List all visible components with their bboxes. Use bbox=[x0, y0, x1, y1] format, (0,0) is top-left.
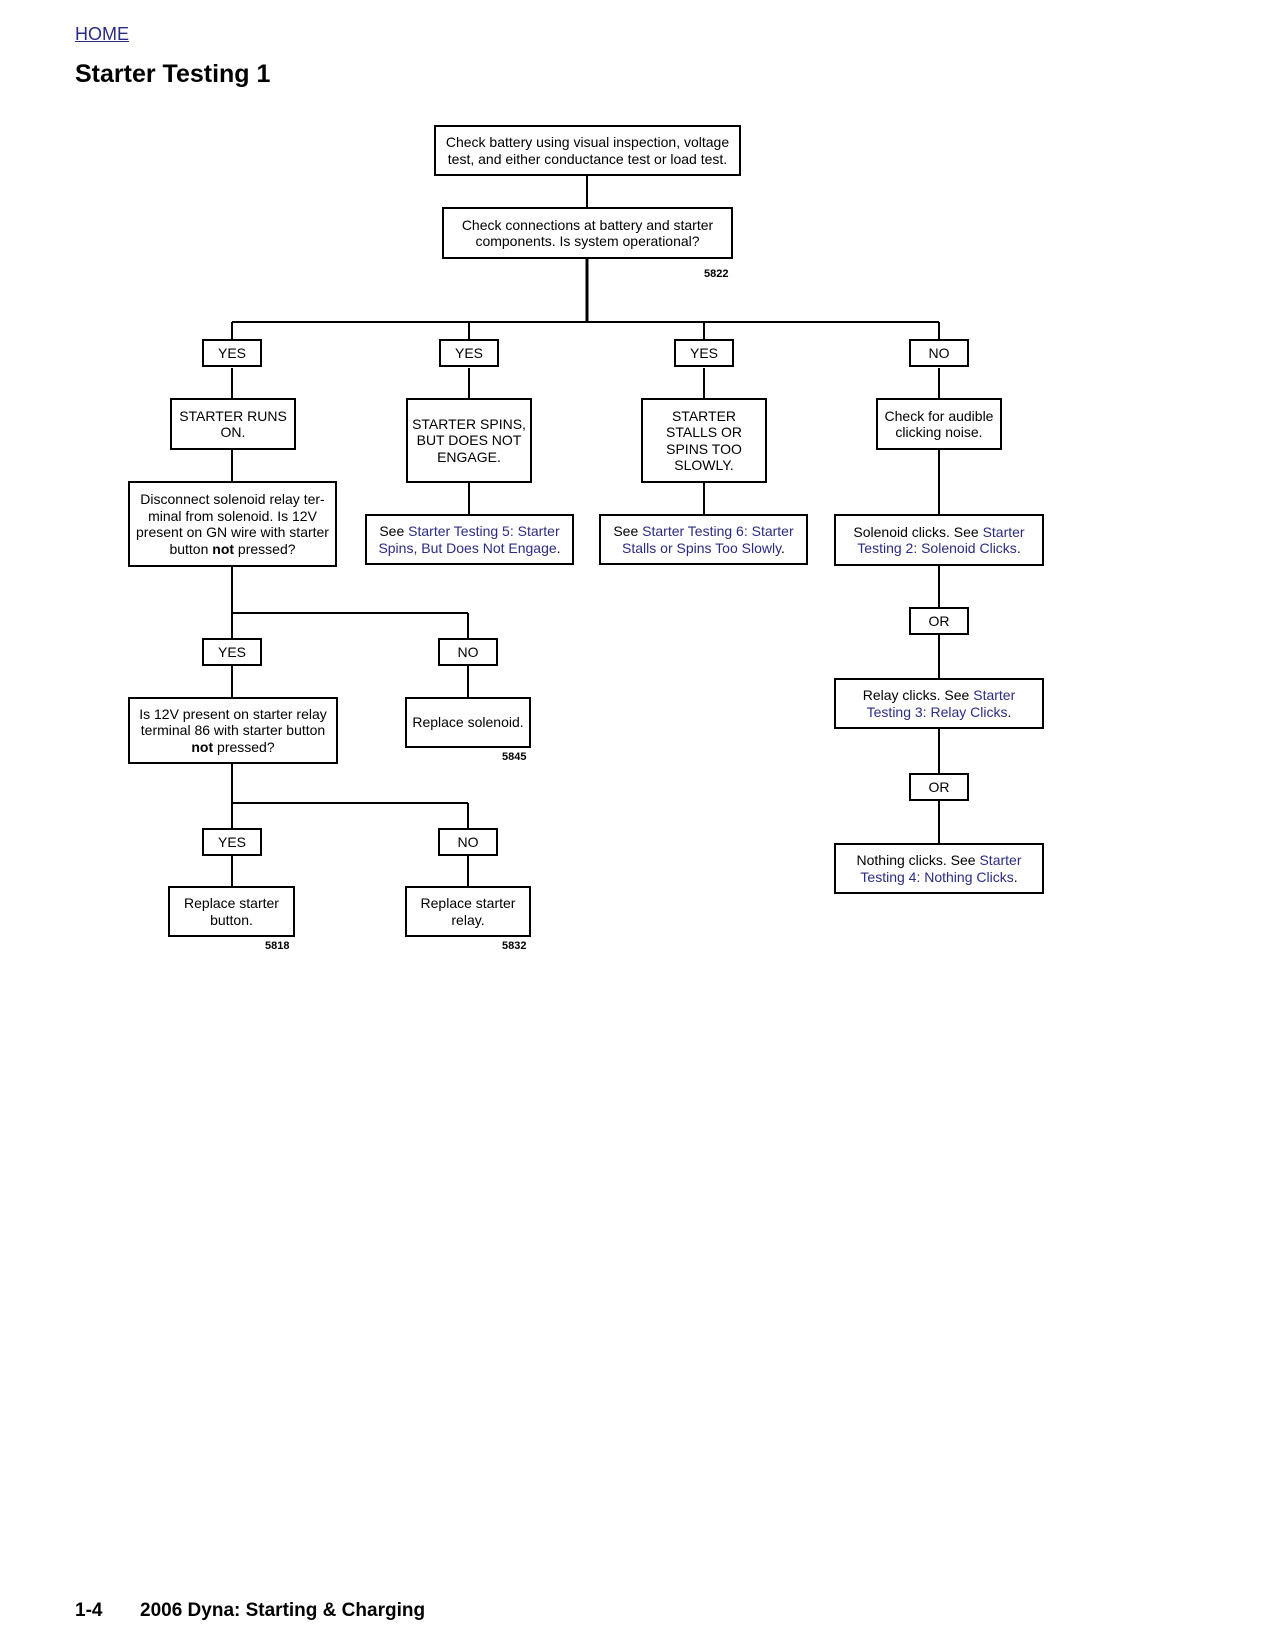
page-title: Starter Testing 1 bbox=[75, 60, 271, 88]
replace-solenoid-text: Replace solenoid. bbox=[412, 714, 524, 731]
see-testing-5-box: See Starter Testing 5: Starter Spins, Bu… bbox=[365, 514, 574, 565]
nothing-clicks-box: Nothing clicks. See Starter Testing 4: N… bbox=[834, 843, 1044, 894]
twelve-volt-check-text: Is 12V present on starter relay terminal… bbox=[139, 705, 327, 755]
check-battery-box: Check battery using visual inspection, v… bbox=[434, 125, 741, 176]
replace-solenoid-box: Replace solenoid. bbox=[405, 697, 531, 748]
yes-label: YES bbox=[202, 828, 262, 856]
replace-starter-relay-text: Replace starter relay. bbox=[420, 895, 516, 928]
figure-number: 5832 bbox=[502, 940, 527, 952]
starter-stalls-box: STARTER STALLS OR SPINS TOO SLOWLY. bbox=[641, 398, 767, 483]
audible-click-text: Check for audible clicking noise. bbox=[884, 407, 994, 441]
disconnect-relay-box: Disconnect solenoid relay ter-minal from… bbox=[128, 481, 337, 567]
starter-spins-text: STARTER SPINS, BUT DOES NOT ENGAGE. bbox=[412, 415, 526, 465]
replace-starter-relay-box: Replace starter relay. bbox=[405, 886, 531, 937]
replace-starter-button-box: Replace starter button. bbox=[168, 886, 295, 937]
or-label: OR bbox=[909, 773, 969, 801]
starter-testing-5-link[interactable]: Starter Testing 5: Starter Spins, But Do… bbox=[378, 523, 560, 556]
yes-label: YES bbox=[202, 638, 262, 666]
starter-testing-3-link[interactable]: Starter Testing 3: Relay Clicks bbox=[866, 687, 1016, 720]
check-connections-box: Check connections at battery and starter… bbox=[442, 207, 733, 259]
replace-starter-button-text: Replace starter button. bbox=[184, 895, 279, 928]
check-battery-text: Check battery using visual inspection, v… bbox=[445, 134, 730, 167]
starter-testing-2-link[interactable]: Starter Testing 2: Solenoid Clicks bbox=[857, 523, 1025, 557]
no-label: NO bbox=[438, 828, 498, 856]
yes-label: YES bbox=[674, 339, 734, 367]
starter-runs-on-box: STARTER RUNS ON. bbox=[170, 398, 296, 450]
see-testing-6-box: See Starter Testing 6: Starter Stalls or… bbox=[599, 514, 808, 565]
page-number: 1-4 bbox=[75, 1600, 103, 1621]
disconnect-relay-text: Disconnect solenoid relay ter-minal from… bbox=[136, 491, 329, 557]
figure-number: 5822 bbox=[704, 268, 729, 280]
figure-number: 5845 bbox=[502, 751, 527, 763]
no-label: NO bbox=[438, 638, 498, 666]
twelve-volt-check-box: Is 12V present on starter relay terminal… bbox=[128, 697, 338, 764]
home-link[interactable]: HOME bbox=[75, 24, 129, 44]
audible-click-box: Check for audible clicking noise. bbox=[876, 398, 1002, 450]
relay-clicks-box: Relay clicks. See Starter Testing 3: Rel… bbox=[834, 678, 1044, 729]
solenoid-clicks-box: Solenoid clicks. See Starter Testing 2: … bbox=[834, 514, 1044, 566]
starter-testing-6-link[interactable]: Starter Testing 6: Starter Stalls or Spi… bbox=[622, 523, 794, 556]
check-connections-text: Check connections at battery and starter… bbox=[461, 216, 714, 250]
yes-label: YES bbox=[202, 339, 262, 367]
starter-spins-box: STARTER SPINS, BUT DOES NOT ENGAGE. bbox=[406, 398, 532, 483]
yes-label: YES bbox=[439, 339, 499, 367]
figure-number: 5818 bbox=[265, 940, 290, 952]
starter-stalls-text: STARTER STALLS OR SPINS TOO SLOWLY. bbox=[666, 407, 742, 474]
starter-runs-on-text: STARTER RUNS ON. bbox=[179, 407, 287, 441]
or-label: OR bbox=[909, 607, 969, 635]
footer-title: 2006 Dyna: Starting & Charging bbox=[140, 1600, 426, 1621]
starter-testing-4-link[interactable]: Starter Testing 4: Nothing Clicks bbox=[860, 852, 1022, 885]
no-label: NO bbox=[909, 339, 969, 367]
page-footer: 1-4 2006 Dyna: Starting & Charging bbox=[75, 1600, 425, 1622]
